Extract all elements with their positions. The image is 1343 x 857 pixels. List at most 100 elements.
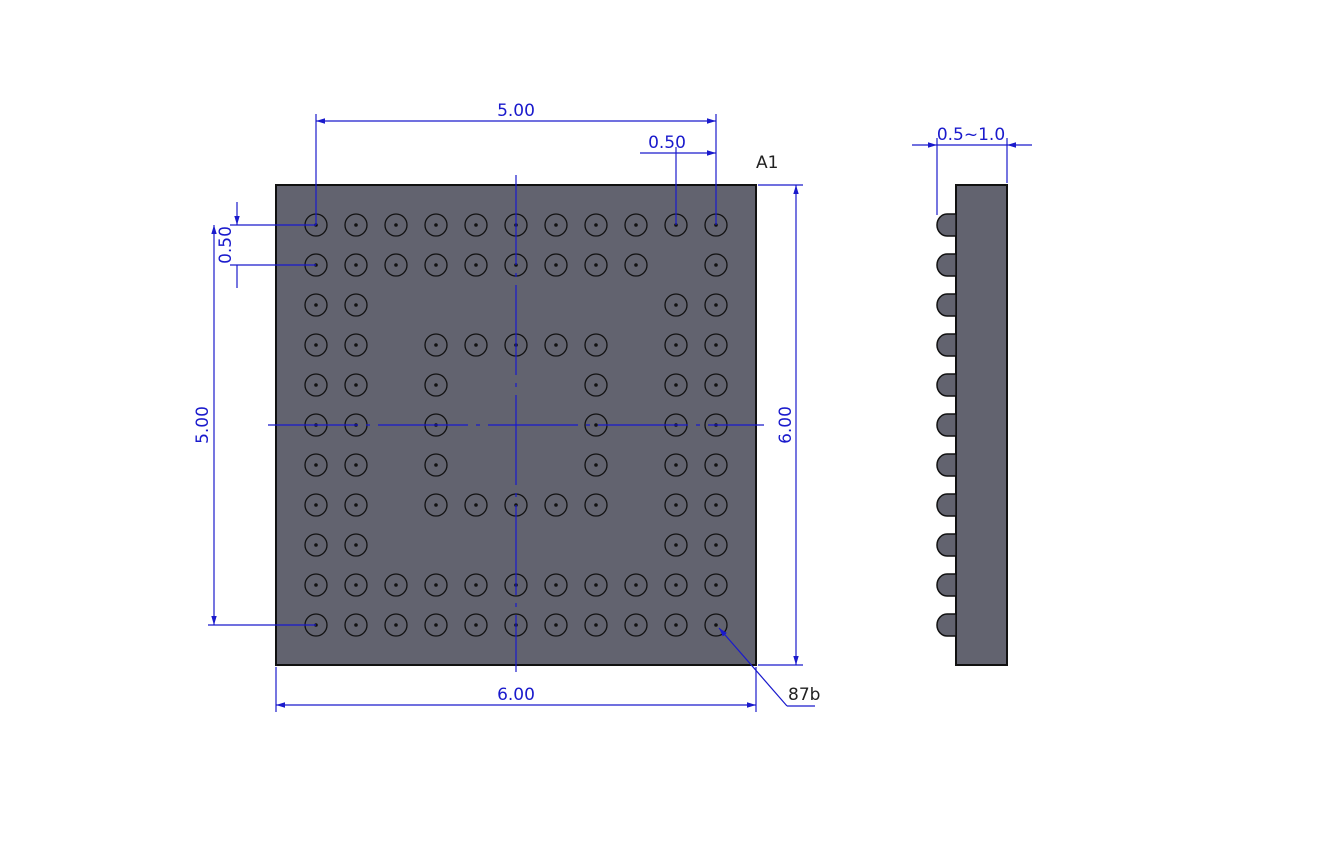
ball-pad: [704, 293, 728, 317]
ball-pad: [344, 293, 368, 317]
side-view: 0.5~1.0: [912, 125, 1032, 666]
corner-a1-label: A1: [756, 153, 778, 173]
side-ball: [936, 573, 957, 597]
dim-body-width: 6.00: [275, 667, 757, 712]
ball-pad: [544, 613, 568, 637]
ball-pad: [544, 573, 568, 597]
ball-pad: [344, 573, 368, 597]
dim-left-span-label: 5.00: [193, 406, 213, 444]
ball-pad: [384, 573, 408, 597]
ball-pad: [624, 573, 648, 597]
dim-top-pitch: 0.50: [640, 133, 716, 225]
ball-pad: [704, 573, 728, 597]
dim-top-span: 5.00: [315, 101, 717, 225]
ball-pad: [384, 613, 408, 637]
ball-pad: [664, 333, 688, 357]
ball-pad: [464, 333, 488, 357]
ball-pad: [464, 613, 488, 637]
ball-pad: [464, 253, 488, 277]
ball-pad: [704, 613, 728, 637]
ball-pad: [704, 533, 728, 557]
ball-pad: [344, 493, 368, 517]
ball-pad: [344, 613, 368, 637]
dim-left-pitch-label: 0.50: [216, 226, 236, 264]
ball-pad: [384, 253, 408, 277]
ball-pad: [664, 493, 688, 517]
ball-pad: [584, 493, 608, 517]
ball-pad: [304, 453, 328, 477]
ball-pad: [664, 533, 688, 557]
ball-pad: [304, 533, 328, 557]
dim-left-span: 5.00: [193, 225, 316, 626]
ball-pad: [704, 453, 728, 477]
ball-pad: [664, 293, 688, 317]
dim-body-width-label: 6.00: [497, 685, 535, 705]
ball-pad: [544, 493, 568, 517]
ball-pad: [464, 493, 488, 517]
ball-pad: [664, 613, 688, 637]
ball-pad: [584, 373, 608, 397]
side-ball: [936, 413, 957, 437]
ball-pad: [424, 213, 448, 237]
ball-pad: [424, 333, 448, 357]
ball-pad: [344, 253, 368, 277]
ball-pad: [424, 573, 448, 597]
dim-top-pitch-label: 0.50: [648, 133, 686, 153]
ball-pad: [544, 253, 568, 277]
side-ball: [936, 253, 957, 277]
ball-count-leader: 87b: [718, 627, 820, 707]
ball-pad: [544, 213, 568, 237]
ball-pad: [704, 493, 728, 517]
ball-pad: [704, 253, 728, 277]
ball-pad: [424, 613, 448, 637]
side-ball: [936, 453, 957, 477]
package-body-side: [955, 184, 1008, 666]
ball-count-label: 87b: [788, 685, 820, 705]
ball-pad: [584, 253, 608, 277]
side-ball: [936, 493, 957, 517]
ball-pad: [424, 493, 448, 517]
ball-pad: [344, 373, 368, 397]
side-ball: [936, 293, 957, 317]
ball-pad: [304, 293, 328, 317]
side-ball: [936, 613, 957, 637]
dim-height-range: 0.5~1.0: [912, 125, 1032, 215]
ball-pad: [344, 213, 368, 237]
ball-pad: [624, 613, 648, 637]
ball-pad: [584, 573, 608, 597]
ball-pad: [344, 453, 368, 477]
ball-pad: [344, 333, 368, 357]
ball-pad: [664, 373, 688, 397]
dim-top-span-label: 5.00: [497, 101, 535, 121]
ball-pad: [304, 493, 328, 517]
ball-pad: [544, 333, 568, 357]
side-ball: [936, 373, 957, 397]
ball-pad: [344, 533, 368, 557]
ball-pad: [304, 333, 328, 357]
side-ball: [936, 533, 957, 557]
ball-pad: [584, 333, 608, 357]
ball-pad: [704, 373, 728, 397]
ball-pad: [424, 253, 448, 277]
side-ball: [936, 333, 957, 357]
ball-pad: [304, 573, 328, 597]
ball-pad: [664, 573, 688, 597]
ball-pad: [624, 213, 648, 237]
ball-pad: [624, 253, 648, 277]
ball-pad: [384, 213, 408, 237]
dim-left-pitch: 0.50: [216, 202, 316, 288]
ball-pad: [584, 213, 608, 237]
ball-pad: [664, 453, 688, 477]
top-view: 5.00 0.50 A1 0.50 5.00: [193, 101, 820, 712]
ball-pad: [304, 373, 328, 397]
ball-pad: [584, 453, 608, 477]
ball-pad: [424, 373, 448, 397]
ball-pad: [424, 453, 448, 477]
ball-pad: [704, 333, 728, 357]
dim-body-height-label: 6.00: [776, 406, 796, 444]
ball-pad: [464, 573, 488, 597]
ball-pad: [584, 613, 608, 637]
ball-pad: [464, 213, 488, 237]
side-ball: [936, 213, 957, 237]
